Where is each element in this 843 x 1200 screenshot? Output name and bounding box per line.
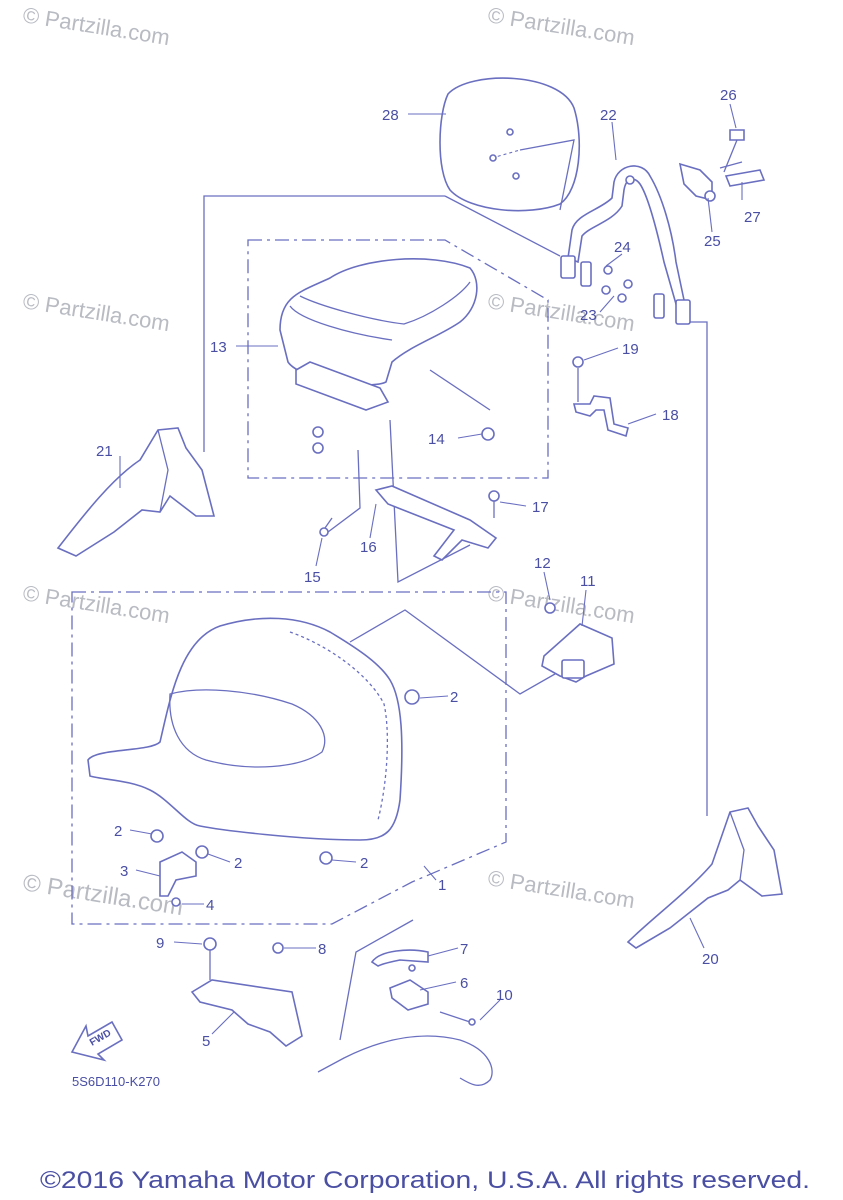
callout-2: 2 [360, 855, 368, 872]
callout-28: 28 [382, 107, 399, 124]
callout-1: 1 [438, 877, 446, 894]
right-side-cover [626, 807, 783, 949]
callout-10: 10 [496, 987, 513, 1004]
diagram-code: 5S6D110-K270 [72, 1074, 160, 1089]
callout-2: 2 [234, 855, 242, 872]
connector-20-22 [682, 321, 708, 816]
callout-2: 2 [114, 823, 122, 840]
lower-seat-bracket [190, 937, 303, 1047]
callout-14: 14 [428, 431, 445, 448]
watermark: © Partzilla.com [21, 580, 171, 628]
callout-15: 15 [304, 569, 321, 586]
backrest-bar [560, 165, 691, 325]
callout-12: 12 [534, 555, 551, 572]
watermark: © Partzilla.com [486, 865, 636, 913]
connector-pillion-bracket [389, 419, 471, 584]
connector-cable [339, 919, 414, 1041]
callout-leaders [119, 103, 743, 1035]
callout-23: 23 [580, 307, 597, 324]
callout-24: 24 [614, 239, 631, 256]
callout-6: 6 [460, 975, 468, 992]
callout-25: 25 [704, 233, 721, 250]
backrest-pad [439, 77, 581, 212]
callout-11: 11 [580, 573, 596, 590]
callout-13: 13 [210, 339, 227, 356]
connector-14 [429, 369, 491, 411]
callout-3: 3 [120, 863, 128, 880]
left-side-cover [56, 427, 216, 557]
callout-26: 26 [720, 87, 737, 104]
callout-7: 7 [460, 941, 468, 958]
pillion-bracket [319, 485, 500, 561]
callout-9: 9 [156, 935, 164, 952]
callout-17: 17 [532, 499, 549, 516]
fwd-arrow-icon: FWD [70, 1020, 124, 1062]
watermark: © Partzilla.com [486, 580, 636, 628]
callout-5: 5 [202, 1033, 210, 1050]
main-seat [87, 617, 420, 907]
backrest-lower-bracket [572, 356, 629, 438]
seat-latch [541, 602, 615, 683]
backrest-clamp [678, 129, 766, 202]
callout-22: 22 [600, 107, 617, 124]
connector-15 [327, 449, 361, 533]
copyright-notice: ©2016 Yamaha Motor Corporation, U.S.A. A… [40, 1167, 810, 1194]
connector-seat-11 [349, 609, 563, 695]
callout-19: 19 [622, 341, 639, 358]
connector-28-21 [203, 195, 445, 452]
watermark: © Partzilla.com [21, 288, 171, 336]
callout-4: 4 [206, 897, 214, 914]
watermark: © Partzilla.com [486, 288, 636, 336]
watermark: © Partzilla.com [21, 2, 171, 50]
backrest-group-outline [247, 239, 549, 479]
seat-lock-assembly [317, 949, 493, 1086]
callout-16: 16 [360, 539, 377, 556]
pillion-seat [279, 258, 495, 454]
callout-2: 2 [450, 689, 458, 706]
callout-8: 8 [318, 941, 326, 958]
seat-group-outline [71, 591, 507, 925]
connector-28-22 [444, 195, 561, 257]
callout-21: 21 [96, 443, 113, 460]
callout-27: 27 [744, 209, 761, 226]
callout-20: 20 [702, 951, 719, 968]
mounting-plates [580, 261, 665, 319]
callout-labels: 1 2 2 2 2 2 3 4 5 6 7 8 9 10 11 12 13 14… [96, 87, 761, 1050]
watermark: © Partzilla.com [486, 2, 636, 50]
callout-18: 18 [662, 407, 679, 424]
